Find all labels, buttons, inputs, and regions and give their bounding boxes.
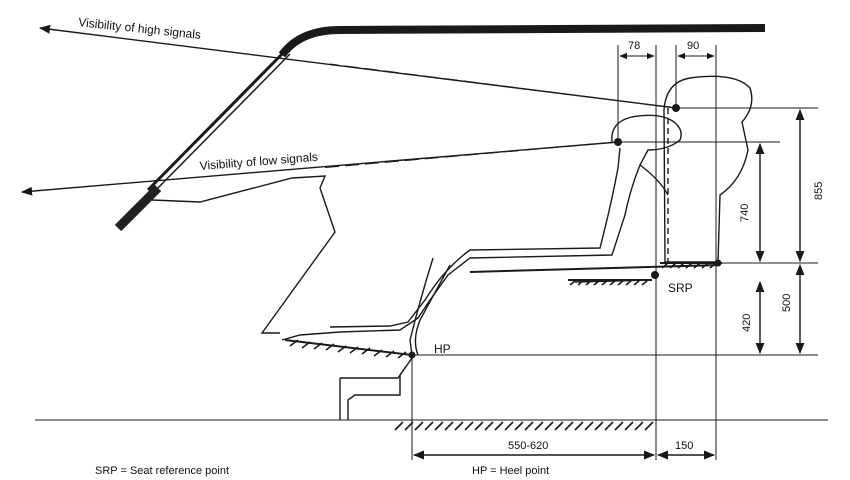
windscreen [114,50,291,232]
svg-text:90: 90 [687,40,699,52]
dim-740: 740 [739,142,765,263]
visibility-high-label: Visibility of high signals [78,15,202,42]
pedal [339,357,413,420]
hatch-seat-floor [660,262,722,269]
hp-point [408,351,416,359]
svg-text:78: 78 [628,40,640,52]
visibility-low-label: Visibility of low signals [199,150,318,173]
dim-500: 500 [781,263,805,355]
seat-shape [663,75,753,263]
dim-78: 78 [619,40,655,60]
dim-855: 855 [795,108,825,263]
hp-legend: HP = Heel point [472,465,549,477]
dim-90: 90 [677,40,715,60]
reference-lines [35,107,828,421]
svg-text:550-620: 550-620 [508,440,548,452]
svg-text:740: 740 [739,204,751,222]
hatch-srp-floor [568,279,652,286]
visibility-low-line [20,141,619,196]
svg-text:150: 150 [675,440,693,452]
hatch-cab-floor [284,339,413,359]
hatch-ground [394,421,654,431]
svg-text:500: 500 [781,294,793,312]
cab-roof [278,24,766,58]
visibility-high-line [38,24,677,109]
dim-420: 420 [741,280,765,355]
dim-550-620: 550-620 [412,440,656,460]
vertical-guides [411,45,717,460]
dim-150: 150 [656,440,716,460]
hp-label: HP [434,342,451,356]
svg-text:420: 420 [741,314,753,332]
srp-label: SRP [668,281,693,295]
svg-text:855: 855 [813,182,825,200]
srp-legend: SRP = Seat reference point [95,465,229,477]
eye-points [614,104,680,146]
dashboard-console [151,175,336,334]
seat-rear-point [714,259,722,267]
srp-point [651,271,659,279]
driver-mannequin [281,114,682,356]
